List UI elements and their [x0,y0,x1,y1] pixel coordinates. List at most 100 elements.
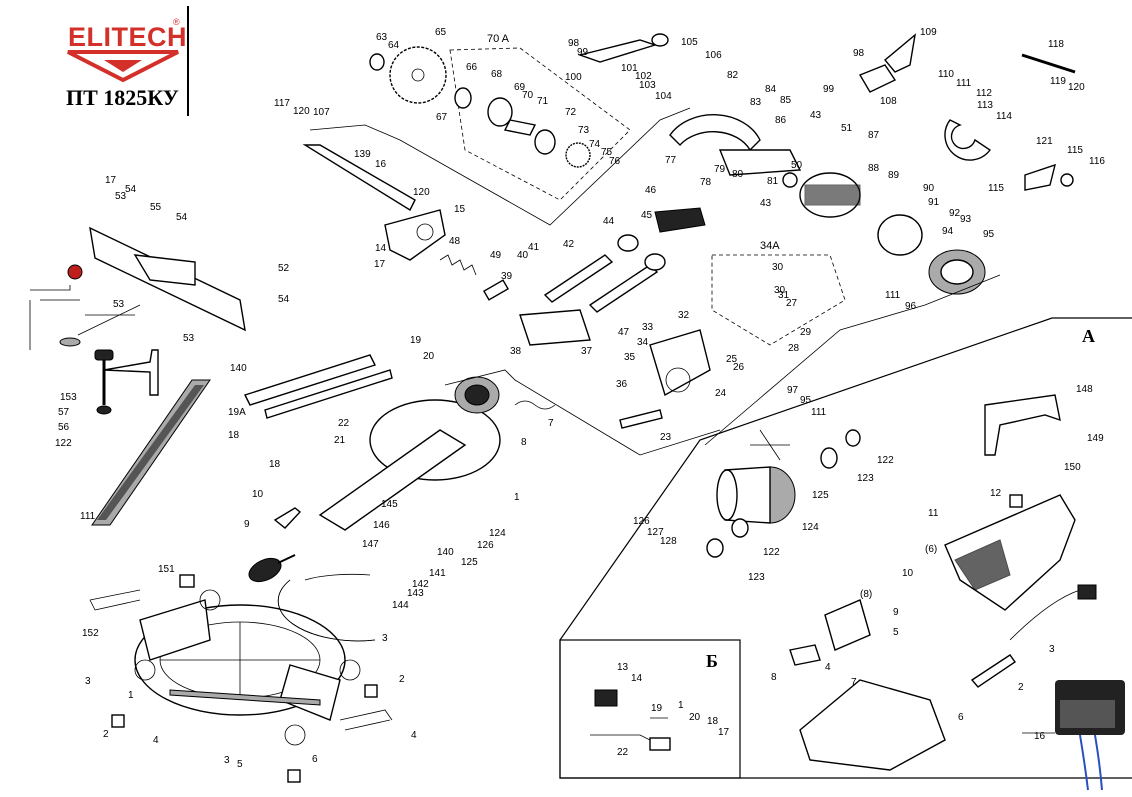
part-number-label: 88 [868,163,880,174]
bracket-151 [273,507,302,529]
spring-51 [439,254,477,276]
cover-112 [944,119,992,161]
part-number-label: 118 [1048,39,1064,50]
part-number-label: 15 [454,204,466,215]
part-number-label: 4 [411,730,417,741]
part-number-label: 17 [105,175,117,186]
part-number-label: 104 [655,91,672,102]
part-number-label: 52 [278,263,290,274]
part-number-label: 125 [812,490,829,501]
leader-lines [85,107,1055,734]
part-number-label: 23 [660,432,672,443]
part-number-label: 3 [224,755,230,766]
group-70a-outline [449,47,631,201]
part-number-label: 40 [517,250,529,261]
part-number-label: 19 [410,335,422,346]
part-number-label: 114 [996,111,1012,122]
part-number-label: 35 [624,352,636,363]
part-number-label: 151 [158,564,175,575]
part-number-label: 29 [800,327,812,338]
part-number-label: 149 [1087,433,1104,444]
part-number-label: 3 [85,676,91,687]
part-number-label: 49 [490,250,502,261]
capacitor-23 [1055,680,1125,791]
part-number-label: 8 [521,437,527,448]
part-number-label: 111 [80,511,96,522]
part-number-label: 140 [230,363,247,374]
part-number-label: 113 [977,100,993,111]
part-number-label: 120 [413,187,430,198]
part-number-label: 95 [983,229,995,240]
part-number-label: 126 [633,516,650,527]
part-number-label: (6) [925,544,937,555]
part-number-label: 122 [877,455,894,466]
part-number-label: 34 [637,337,649,348]
part-number-label: 25 [726,354,738,365]
part-number-label: 12 [990,488,1002,499]
part-number-label: 110 [938,69,954,80]
part-number-label: 5 [893,627,899,638]
part-number-label: 112 [976,88,992,99]
part-number-label: 75 [601,147,613,158]
part-number-label: 153 [60,392,77,403]
part-number-label: 126 [477,540,494,551]
part-number-label: 142 [412,579,429,590]
part-number-label: 36 [616,379,628,390]
part-number-label: 37 [581,346,593,357]
part-number-label: 122 [763,547,780,558]
part-number-label: 24 [715,388,727,399]
table-8 [318,376,501,531]
part-number-label: 19 [651,703,663,714]
part-number-label: 124 [802,522,819,533]
part-number-label: 17 [374,259,386,270]
part-number-label: 8 [771,672,777,683]
part-number-label: 115 [988,183,1004,194]
part-number-label: 5 [237,759,243,770]
part-number-label: 98 [568,38,580,49]
part-number-label: 108 [880,96,897,107]
clamp-153 [29,264,141,350]
clamp-assembly [94,349,159,415]
part-number-label: 53 [113,299,125,310]
part-number-label: 9 [893,607,899,618]
part-number-label: 116 [1089,156,1105,167]
part-number-label: 2 [399,674,405,685]
part-number-label: 64 [388,40,400,51]
group-label-70a: 70 A [487,33,510,45]
part-number-label: 18 [269,459,281,470]
handle-1-right [339,709,393,731]
part-number-label: 139 [354,149,371,160]
part-number-label: 109 [920,27,937,38]
part-number-label: 66 [466,62,478,73]
part-number-label: 47 [618,327,630,338]
part-number-label: 119 [1050,76,1066,87]
part-number-label: 53 [183,333,195,344]
part-number-label: 99 [823,84,835,95]
handle-1-left [89,589,141,611]
part-number-label: 14 [375,243,387,254]
part-number-label: 19A [228,407,246,418]
part-number-label: 86 [775,115,787,126]
part-number-label: 111 [811,407,827,418]
part-number-label: 45 [641,210,653,221]
part-number-label: 65 [435,27,447,38]
part-number-label: 123 [857,473,874,484]
pivot-37 [649,329,711,397]
arm-16 [302,144,446,261]
part-number-label: 99 [577,47,589,58]
part-number-label: 71 [537,96,549,107]
part-number-label: 9 [244,519,250,530]
part-number-label: 81 [767,176,779,187]
motor-127 [716,466,796,524]
part-number-label: 54 [278,294,290,305]
part-number-label: 39 [501,271,513,282]
part-number-label: 56 [58,422,70,433]
part-number-label: 4 [825,662,831,673]
part-number-label: 32 [678,310,690,321]
part-number-labels: 6364656667686970717273747576989910010110… [55,27,1105,770]
part-number-label: 111 [885,290,901,301]
part-number-label: 30 [774,285,786,296]
part-number-label: 111 [956,78,972,89]
part-number-label: 117 [274,98,290,109]
part-number-label: 46 [645,185,657,196]
